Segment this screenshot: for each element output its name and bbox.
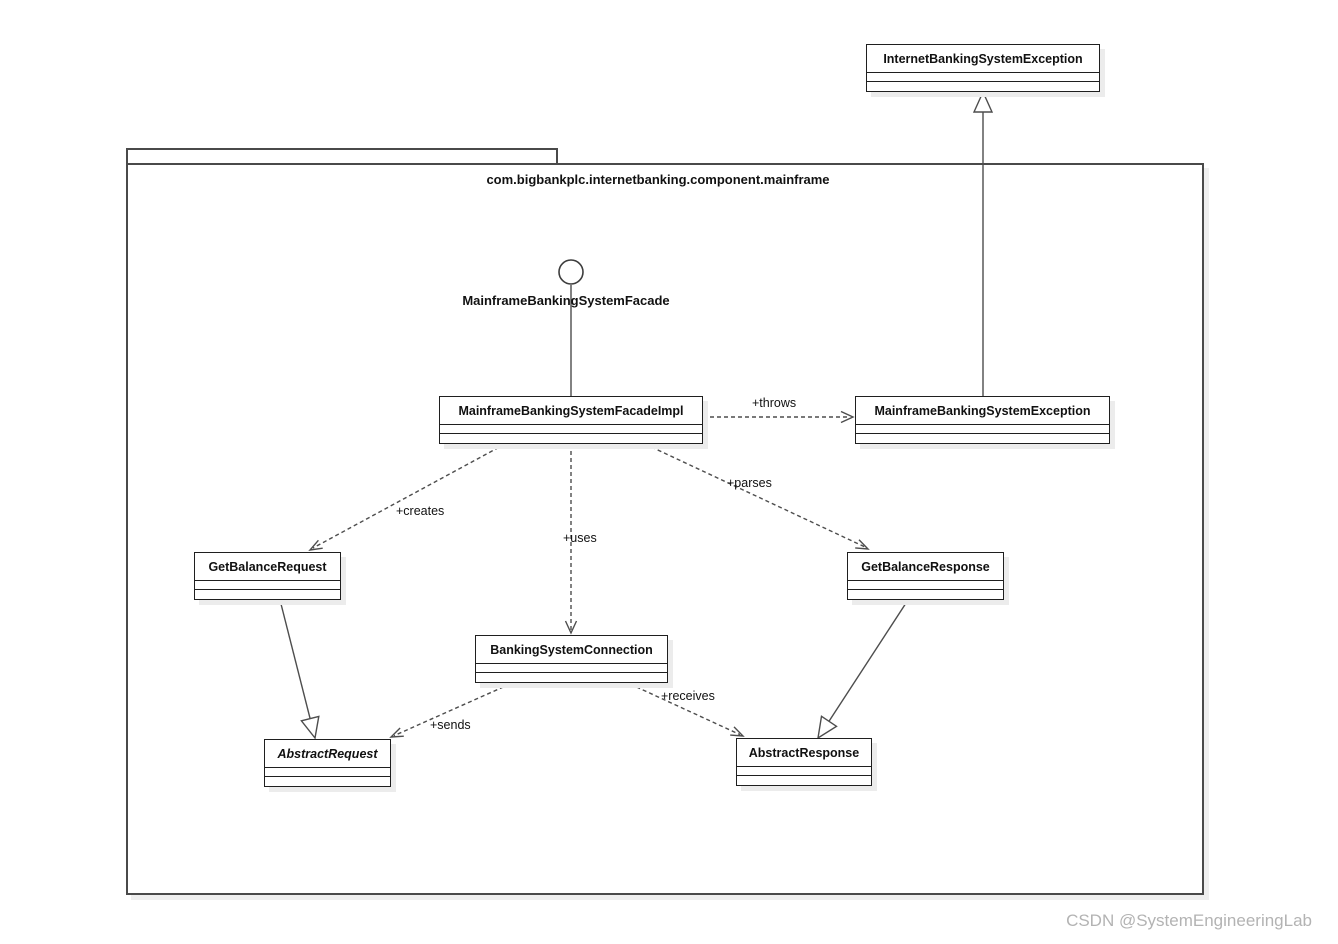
generalization-mainframe-exception-to-internet-exception	[972, 90, 994, 396]
dependency-creates	[308, 443, 506, 551]
relationship-label-parses: +parses	[727, 476, 772, 490]
provided-interface-circle-icon	[558, 259, 584, 285]
attributes-compartment	[440, 424, 702, 433]
dependency-throws	[703, 410, 855, 424]
class-get-balance-request: GetBalanceRequest	[194, 552, 341, 600]
generalization-request	[279, 599, 320, 740]
class-abstract-response: AbstractResponse	[736, 738, 872, 786]
dependency-uses	[564, 444, 578, 635]
operations-compartment	[848, 589, 1003, 599]
watermark: CSDN @SystemEngineeringLab	[1066, 911, 1312, 930]
class-name: AbstractResponse	[748, 745, 860, 760]
class-get-balance-response: GetBalanceResponse	[847, 552, 1004, 600]
package-tab	[126, 148, 558, 163]
relationship-label-throws: +throws	[752, 396, 797, 410]
attributes-compartment	[737, 766, 871, 775]
class-name: MainframeBankingSystemException	[874, 403, 1091, 418]
relationship-label-creates: +creates	[396, 504, 445, 518]
relationship-label-sends: +sends	[430, 718, 471, 732]
dependency-sends	[389, 683, 511, 738]
interface-name-label: MainframeBankingSystemFacade	[462, 293, 670, 308]
class-abstract-request: AbstractRequest	[264, 739, 391, 787]
attributes-compartment	[856, 424, 1109, 433]
class-name: MainframeBankingSystemFacadeImpl	[458, 403, 684, 418]
attributes-compartment	[195, 580, 340, 589]
attributes-compartment	[867, 72, 1099, 81]
interface-lollipop-connector	[558, 259, 584, 396]
class-name: BankingSystemConnection	[490, 642, 653, 657]
generalization-response	[817, 599, 909, 740]
relationship-label-uses: +uses	[563, 531, 597, 545]
relationship-label-receives: +receives	[661, 689, 715, 703]
package-name-label: com.bigbankplc.internetbanking.component…	[486, 172, 830, 187]
dependency-receives	[629, 683, 745, 737]
operations-compartment	[265, 776, 390, 786]
class-internet-banking-system-exception: InternetBankingSystemException	[866, 44, 1100, 92]
attributes-compartment	[848, 580, 1003, 589]
operations-compartment	[856, 433, 1109, 443]
operations-compartment	[867, 81, 1099, 91]
attributes-compartment	[265, 767, 390, 776]
class-banking-system-connection: BankingSystemConnection	[475, 635, 668, 683]
operations-compartment	[195, 589, 340, 599]
attributes-compartment	[476, 663, 667, 672]
class-name: GetBalanceRequest	[208, 559, 327, 574]
operations-compartment	[737, 775, 871, 785]
class-name: InternetBankingSystemException	[883, 51, 1083, 66]
class-mainframe-banking-system-facade-impl: MainframeBankingSystemFacadeImpl	[439, 396, 703, 444]
operations-compartment	[440, 433, 702, 443]
operations-compartment	[476, 672, 667, 682]
dependency-parses	[644, 443, 870, 550]
class-mainframe-banking-system-exception: MainframeBankingSystemException	[855, 396, 1110, 444]
class-name: GetBalanceResponse	[861, 559, 990, 574]
class-name: AbstractRequest	[277, 746, 378, 761]
